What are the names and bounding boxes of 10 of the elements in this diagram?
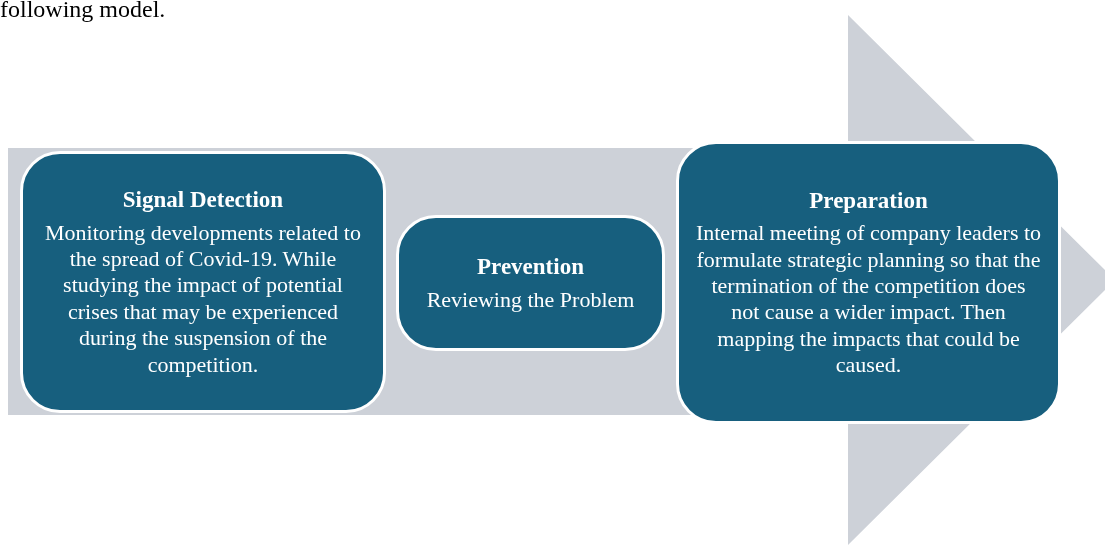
box-description: Reviewing the Problem bbox=[426, 286, 635, 313]
box-description: Internal meeting of company leaders to formulate strategic planning so that the termination of the competition does not cause a wider impact. Then mapping the impacts that could be caused. bbox=[695, 220, 1042, 379]
prevention-box bbox=[396, 215, 665, 351]
box-description: Monitoring developments related to the spread of Covid-19. While studying the impact of potential crises that may be experienced during the suspension of the competition. bbox=[44, 219, 362, 378]
signal-detection-box bbox=[20, 151, 386, 413]
preparation-box bbox=[676, 141, 1061, 424]
intro-text: following model. bbox=[0, 0, 166, 23]
box-heading: Prevention bbox=[477, 253, 584, 281]
box-heading: Preparation bbox=[809, 186, 928, 215]
box-heading: Signal Detection bbox=[122, 186, 284, 214]
